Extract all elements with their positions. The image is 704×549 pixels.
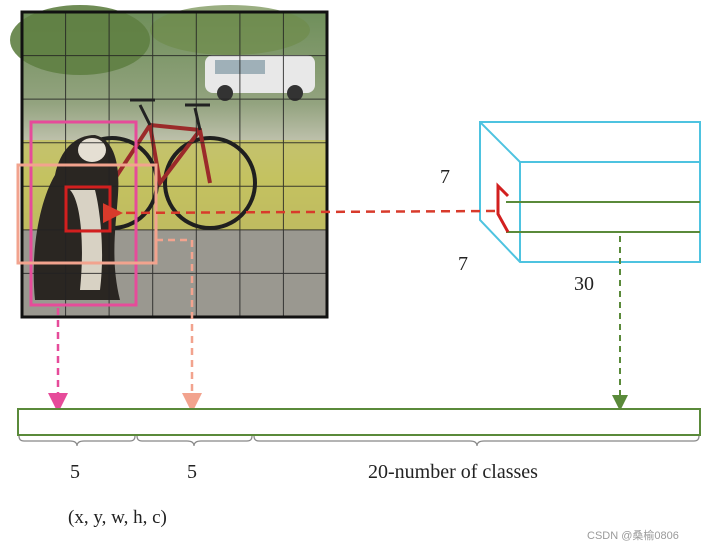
output-tensor-cube	[479, 121, 701, 263]
dog-chest	[70, 190, 103, 290]
bbox-salmon	[16, 163, 158, 265]
tensor-depth-slice	[506, 201, 700, 233]
bbox-pink	[29, 120, 138, 307]
tensor-depth-label: 30	[574, 273, 594, 295]
segment-3-label: 20-number of classes	[368, 461, 538, 483]
tree-foliage	[10, 5, 150, 75]
segment-braces	[18, 435, 700, 447]
dog-face	[78, 138, 106, 162]
bbox-params-label: (x, y, w, h, c)	[68, 507, 167, 528]
photo-panel	[10, 5, 329, 319]
arrow-salmon-to-vector	[156, 238, 202, 413]
tensor-height-label: 7	[440, 166, 450, 188]
watermark: CSDN @桑榆0806	[587, 528, 679, 542]
segment-2-label: 5	[187, 461, 197, 483]
tensor-width-label: 7	[458, 253, 468, 275]
car-wheel-front	[217, 85, 233, 101]
output-vector	[17, 408, 701, 436]
segment-1-label: 5	[70, 461, 80, 483]
tensor-cell-marker	[496, 182, 510, 233]
arrow-cell-to-image	[102, 203, 496, 224]
car-wheel-rear	[287, 85, 303, 101]
tree-foliage-2	[150, 5, 310, 55]
